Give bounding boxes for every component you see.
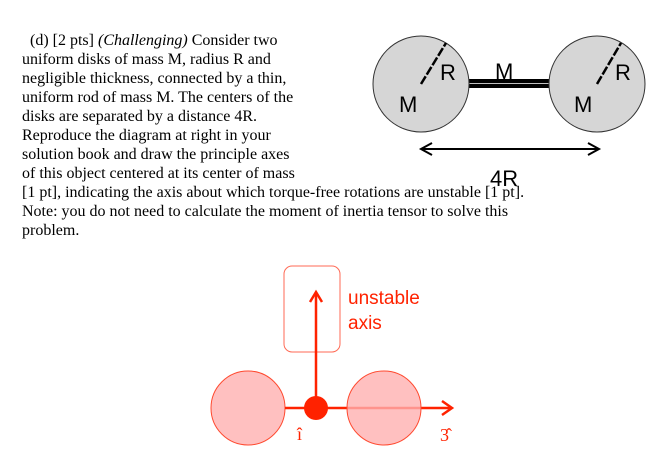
right-mass-label: M	[574, 92, 592, 117]
distance-label: 4R	[490, 166, 518, 191]
axis-1-label: î	[296, 424, 303, 444]
unstable-axis-box	[283, 265, 341, 353]
problem-line: Reproduce the diagram at right in your	[22, 127, 271, 144]
difficulty-label: (Challenging)	[97, 32, 188, 49]
left-radius	[419, 42, 448, 85]
right-radius	[595, 42, 623, 85]
right-radius-label: R	[615, 60, 631, 85]
problem-part: (d) [2 pts]	[30, 32, 98, 49]
answer-diagram: unstable axis î 3̂	[210, 265, 455, 446]
axis-3-label: 3̂	[440, 425, 452, 445]
problem-line: Note: you do not need to calculate the m…	[22, 203, 509, 220]
dumbbell-diagram: R R M M M 4R	[372, 35, 646, 191]
rod-mass-label: M	[495, 59, 513, 84]
problem-line: negligible thickness, connected by a thi…	[22, 70, 287, 87]
left-disk-sketch	[210, 370, 286, 446]
axis-label: axis	[348, 313, 382, 334]
right-disk-sketch	[346, 370, 422, 446]
problem-line: uniform rod of mass M. The centers of th…	[22, 89, 294, 106]
left-mass-label: M	[399, 92, 417, 117]
unstable-label: unstable	[348, 288, 420, 309]
left-radius-label: R	[440, 60, 456, 85]
problem-text: Consider two	[187, 32, 278, 49]
problem-line-1: (d) [2 pts] (Challenging) Consider two	[30, 31, 278, 50]
problem-line: solution book and draw the principle axe…	[22, 146, 290, 163]
problem-line: of this object centered at its center of…	[22, 165, 295, 182]
problem-line: problem.	[22, 222, 80, 239]
problem-line: uniform disks of mass M, radius R and	[22, 51, 271, 68]
center-of-mass-dot	[304, 396, 328, 420]
problem-line: [1 pt], indicating the axis about which …	[22, 184, 525, 201]
problem-line: disks are separated by a distance 4R.	[22, 108, 258, 125]
